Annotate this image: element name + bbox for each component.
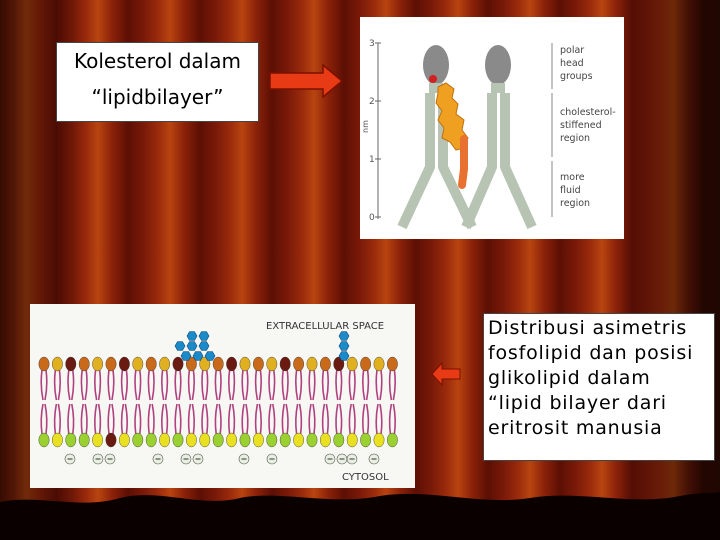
bottom-lipid-head — [132, 432, 144, 448]
top-lipid-head — [319, 356, 331, 372]
bottom-lipid-head — [279, 432, 291, 448]
bottom-lipid-head — [226, 432, 238, 448]
bottom-lipid-head — [185, 432, 197, 448]
axis-tick-2: 2 — [369, 97, 375, 107]
cholesterol-figure-graphic: 3 2 1 0 nm polar head groups cholesterol… — [361, 39, 616, 230]
glycolipid-sugar — [198, 331, 210, 341]
glycolipid-sugar — [180, 351, 192, 361]
top-lipid-head — [306, 356, 318, 372]
cholesterol-title-line1: Kolesterol dalam — [74, 49, 241, 73]
arrow-left-icon — [431, 362, 461, 386]
top-lipid-head — [386, 356, 398, 372]
glycolipid-sugar — [192, 351, 204, 361]
top-lipid-head — [92, 356, 103, 372]
bottom-lipid-head — [266, 432, 278, 448]
bottom-lipid-head — [119, 432, 130, 448]
label-fluid-1: more — [560, 172, 585, 183]
label-fluid-3: region — [560, 198, 590, 209]
top-lipid-head — [119, 356, 130, 372]
top-lipid-head — [172, 356, 184, 372]
top-lipid-head — [360, 356, 371, 372]
glycolipid-sugar — [338, 341, 350, 351]
bottom-lipid-head — [306, 432, 318, 448]
distribution-line3: glikolipid dalam — [488, 367, 651, 389]
cytosol-label: CYTOSOL — [342, 472, 389, 483]
curtain-valance — [0, 492, 720, 540]
bottom-lipid-head — [145, 432, 157, 448]
label-fluid-2: fluid — [560, 185, 581, 196]
bottom-lipid-head — [293, 432, 304, 448]
top-lipid-head — [373, 356, 385, 372]
top-lipid-head — [346, 356, 358, 372]
axis-tick-3: 3 — [369, 39, 375, 49]
bottom-lipid-head — [92, 432, 103, 448]
bottom-lipid-head — [159, 432, 171, 448]
top-lipid-head — [279, 356, 291, 372]
top-lipid-head — [78, 356, 90, 372]
bilayer-graphic: EXTRACELLULAR SPACE CYTOSOL — [38, 321, 398, 483]
distribution-line1: Distribusi asimetris — [488, 317, 688, 339]
bottom-lipid-head — [319, 432, 331, 448]
bottom-lipid-head — [333, 432, 345, 448]
bottom-lipid-head — [346, 432, 358, 448]
top-lipid-head — [159, 356, 171, 372]
bottom-lipid-head — [65, 432, 77, 448]
bottom-lipid-head — [52, 432, 63, 448]
bottom-lipid-head — [360, 432, 371, 448]
top-lipid-head — [266, 356, 278, 372]
label-polar-1: polar — [560, 45, 584, 56]
top-lipid-head — [185, 356, 197, 372]
cholesterol-oh-group — [429, 75, 437, 83]
top-lipid-head — [132, 356, 144, 372]
glycolipid-sugar — [338, 331, 350, 341]
top-lipid-head — [52, 356, 63, 372]
top-lipid-head — [226, 356, 238, 372]
bottom-lipid-head — [105, 432, 117, 448]
bottom-lipid-head — [172, 432, 184, 448]
lipid-head-2 — [485, 45, 511, 85]
glycolipid-sugar — [338, 351, 350, 361]
top-lipid-head — [65, 356, 77, 372]
distribution-line2: fosfolipid dan posisi — [488, 342, 694, 364]
label-stiff-2: stiffened — [560, 120, 602, 131]
top-lipid-head — [212, 356, 224, 372]
distribution-line4: “lipid bilayer dari — [488, 392, 667, 414]
top-lipid-head — [293, 356, 304, 372]
bottom-lipid-head — [38, 432, 50, 448]
top-lipid-head — [38, 356, 50, 372]
cholesterol-membrane-figure: 3 2 1 0 nm polar head groups cholesterol… — [360, 17, 624, 239]
cholesterol-title-line2: “lipidbilayer” — [91, 85, 224, 109]
glycolipid-sugar — [198, 341, 210, 351]
bottom-lipid-head — [386, 432, 398, 448]
bottom-lipid-head — [199, 432, 211, 448]
distribution-line5: eritrosit manusia — [488, 417, 663, 439]
asymmetric-bilayer-figure: EXTRACELLULAR SPACE CYTOSOL — [30, 304, 415, 488]
bottom-lipid-head — [252, 432, 264, 448]
axis-tick-1: 1 — [369, 155, 375, 165]
arrow-right-icon — [269, 64, 343, 98]
label-stiff-1: cholesterol- — [560, 107, 616, 118]
asymmetric-distribution-box: Distribusi asimetris fosfolipid dan posi… — [483, 313, 715, 461]
extracellular-label: EXTRACELLULAR SPACE — [266, 321, 384, 332]
bottom-lipid-head — [373, 432, 385, 448]
top-lipid-head — [252, 356, 264, 372]
axis-unit: nm — [361, 120, 370, 133]
glycolipid-sugar — [204, 351, 216, 361]
label-stiff-3: region — [560, 133, 590, 144]
label-polar-2: head — [560, 58, 584, 69]
glycolipid-sugar — [186, 331, 198, 341]
top-lipid-head — [145, 356, 157, 372]
top-lipid-head — [239, 356, 251, 372]
bottom-lipid-head — [239, 432, 251, 448]
bottom-lipid-head — [78, 432, 90, 448]
axis-tick-0: 0 — [369, 213, 375, 223]
label-polar-3: groups — [560, 71, 593, 82]
lipid-head-1 — [423, 45, 449, 85]
glycolipid-sugar — [174, 341, 186, 351]
glycolipid-sugar — [186, 341, 198, 351]
cholesterol-title-box: Kolesterol dalam “lipidbilayer” — [56, 42, 259, 122]
bottom-lipid-head — [212, 432, 224, 448]
top-lipid-head — [105, 356, 117, 372]
